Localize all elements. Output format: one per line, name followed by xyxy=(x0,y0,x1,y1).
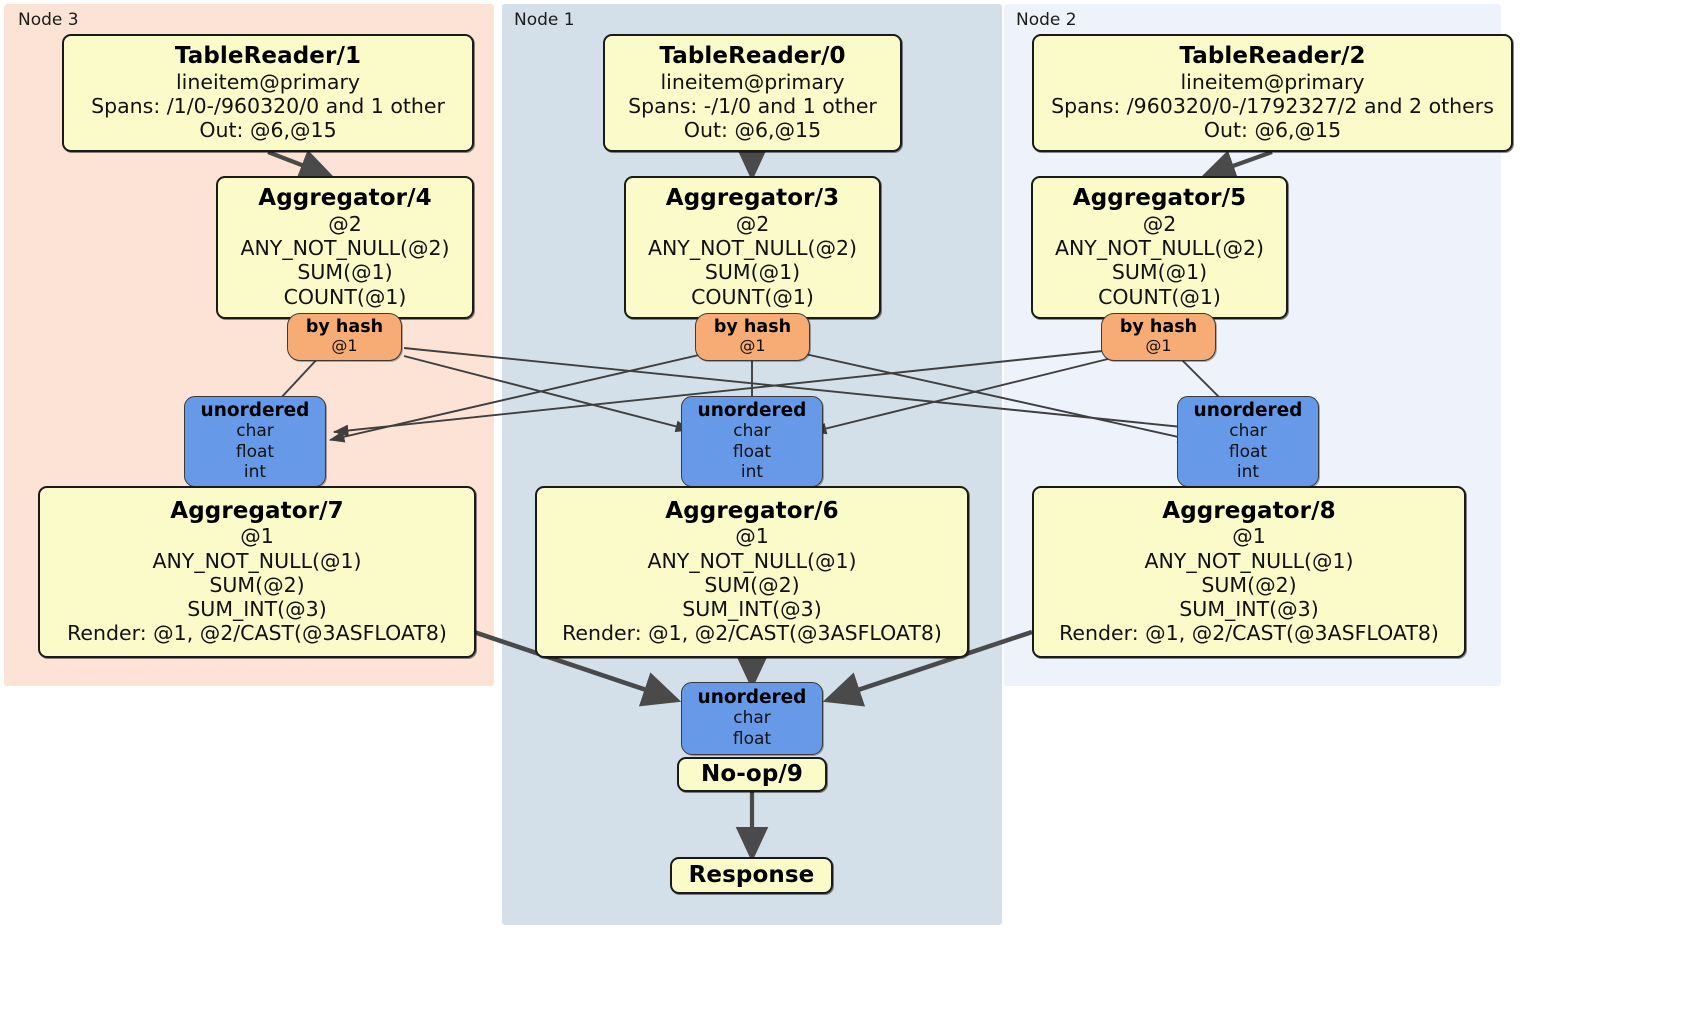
router-by-hash-4[interactable]: by hash @1 xyxy=(287,313,402,361)
node-line: SUM_INT(@3) xyxy=(682,596,822,621)
node-line: @1 xyxy=(1232,524,1266,549)
node-title: unordered xyxy=(697,687,807,709)
panel-label-node1: Node 1 xyxy=(514,10,575,30)
node-title: TableReader/1 xyxy=(174,42,362,69)
receiver-unordered-8[interactable]: unordered char float int xyxy=(1177,396,1319,487)
node-line: @1 xyxy=(1145,336,1172,356)
node-title: Aggregator/7 xyxy=(170,497,344,524)
node-line: float xyxy=(1228,441,1268,462)
table-reader-0[interactable]: TableReader/0 lineitem@primary Spans: -/… xyxy=(603,34,902,152)
node-title: TableReader/2 xyxy=(1179,42,1366,69)
node-line: float xyxy=(235,441,275,462)
node-title: Response xyxy=(688,861,815,888)
node-title: Aggregator/6 xyxy=(665,497,839,524)
router-by-hash-5[interactable]: by hash @1 xyxy=(1101,313,1216,361)
node-title: Aggregator/4 xyxy=(258,185,432,212)
node-title: Aggregator/8 xyxy=(1162,497,1336,524)
node-line: float xyxy=(732,729,772,750)
node-line: SUM(@2) xyxy=(704,572,800,597)
node-line: SUM(@1) xyxy=(1111,260,1208,285)
node-line: int xyxy=(1236,462,1260,483)
node-line: @2 xyxy=(1142,212,1177,236)
aggregator-3[interactable]: Aggregator/3 @2 ANY_NOT_NULL(@2) SUM(@1)… xyxy=(624,176,881,319)
node-line: Render: @1, @2/CAST(@3ASFLOAT8) xyxy=(1059,621,1439,646)
node-line: @1 xyxy=(735,524,769,549)
node-line: Render: @1, @2/CAST(@3ASFLOAT8) xyxy=(562,621,942,646)
node-line: ANY_NOT_NULL(@1) xyxy=(647,548,857,573)
node-title: unordered xyxy=(697,399,807,421)
node-line: SUM(@1) xyxy=(297,260,393,285)
node-line: @2 xyxy=(735,212,770,236)
node-line: lineitem@primary xyxy=(175,69,361,94)
node-line: ANY_NOT_NULL(@2) xyxy=(647,236,858,261)
aggregator-7[interactable]: Aggregator/7 @1 ANY_NOT_NULL(@1) SUM(@2)… xyxy=(38,486,476,658)
node-title: No-op/9 xyxy=(701,760,803,787)
router-by-hash-3[interactable]: by hash @1 xyxy=(695,313,810,361)
node-line: ANY_NOT_NULL(@1) xyxy=(152,548,362,573)
node-line: lineitem@primary xyxy=(660,69,845,94)
node-line: char xyxy=(733,420,771,441)
node-line: float xyxy=(732,441,772,462)
node-line: SUM(@1) xyxy=(704,260,801,285)
table-reader-2[interactable]: TableReader/2 lineitem@primary Spans: /9… xyxy=(1032,34,1513,152)
node-line: Out: @6,@15 xyxy=(683,117,822,142)
node-line: char xyxy=(236,420,274,441)
node-title: by hash xyxy=(713,316,792,337)
node-line: ANY_NOT_NULL(@1) xyxy=(1144,548,1354,573)
node-line: Out: @6,@15 xyxy=(199,117,337,142)
node-line: @1 xyxy=(240,524,274,549)
node-title: unordered xyxy=(200,399,310,421)
node-line: ANY_NOT_NULL(@2) xyxy=(240,236,450,261)
node-line: int xyxy=(740,462,764,483)
node-title: by hash xyxy=(1119,316,1198,337)
response[interactable]: Response xyxy=(670,857,833,894)
aggregator-5[interactable]: Aggregator/5 @2 ANY_NOT_NULL(@2) SUM(@1)… xyxy=(1031,176,1288,319)
table-reader-1[interactable]: TableReader/1 lineitem@primary Spans: /1… xyxy=(62,34,474,152)
node-title: TableReader/0 xyxy=(659,42,846,69)
node-line: char xyxy=(1229,420,1267,441)
node-line: @1 xyxy=(331,336,358,356)
node-line: @2 xyxy=(328,212,362,236)
receiver-unordered-7[interactable]: unordered char float int xyxy=(184,396,326,487)
node-title: Aggregator/3 xyxy=(665,185,840,212)
node-line: COUNT(@1) xyxy=(1098,284,1221,309)
node-title: by hash xyxy=(305,316,384,337)
node-line: Spans: -/1/0 and 1 other xyxy=(628,93,877,118)
node-title: Aggregator/5 xyxy=(1072,185,1247,212)
node-title: unordered xyxy=(1193,399,1303,421)
node-line: Out: @6,@15 xyxy=(1203,117,1342,142)
node-line: ANY_NOT_NULL(@2) xyxy=(1054,236,1265,261)
node-line: Spans: /1/0-/960320/0 and 1 other xyxy=(91,93,445,118)
no-op-9[interactable]: No-op/9 xyxy=(677,757,827,792)
aggregator-4[interactable]: Aggregator/4 @2 ANY_NOT_NULL(@2) SUM(@1)… xyxy=(216,176,474,319)
node-line: lineitem@primary xyxy=(1180,69,1365,94)
panel-label-node2: Node 2 xyxy=(1016,10,1077,30)
node-line: SUM(@2) xyxy=(209,572,305,597)
receiver-unordered-6[interactable]: unordered char float int xyxy=(681,396,823,487)
node-line: COUNT(@1) xyxy=(691,284,814,309)
node-line: SUM(@2) xyxy=(1201,572,1297,597)
node-line: SUM_INT(@3) xyxy=(187,596,327,621)
node-line: Spans: /960320/0-/1792327/2 and 2 others xyxy=(1051,93,1494,118)
node-line: SUM_INT(@3) xyxy=(1179,596,1319,621)
receiver-unordered-final[interactable]: unordered char float xyxy=(681,682,823,755)
node-line: char xyxy=(733,708,771,729)
node-line: int xyxy=(243,462,267,483)
node-line: COUNT(@1) xyxy=(283,284,407,309)
panel-label-node3: Node 3 xyxy=(18,10,79,30)
aggregator-8[interactable]: Aggregator/8 @1 ANY_NOT_NULL(@1) SUM(@2)… xyxy=(1032,486,1466,658)
aggregator-6[interactable]: Aggregator/6 @1 ANY_NOT_NULL(@1) SUM(@2)… xyxy=(535,486,969,658)
node-line: @1 xyxy=(739,336,766,356)
node-line: Render: @1, @2/CAST(@3ASFLOAT8) xyxy=(67,621,447,646)
